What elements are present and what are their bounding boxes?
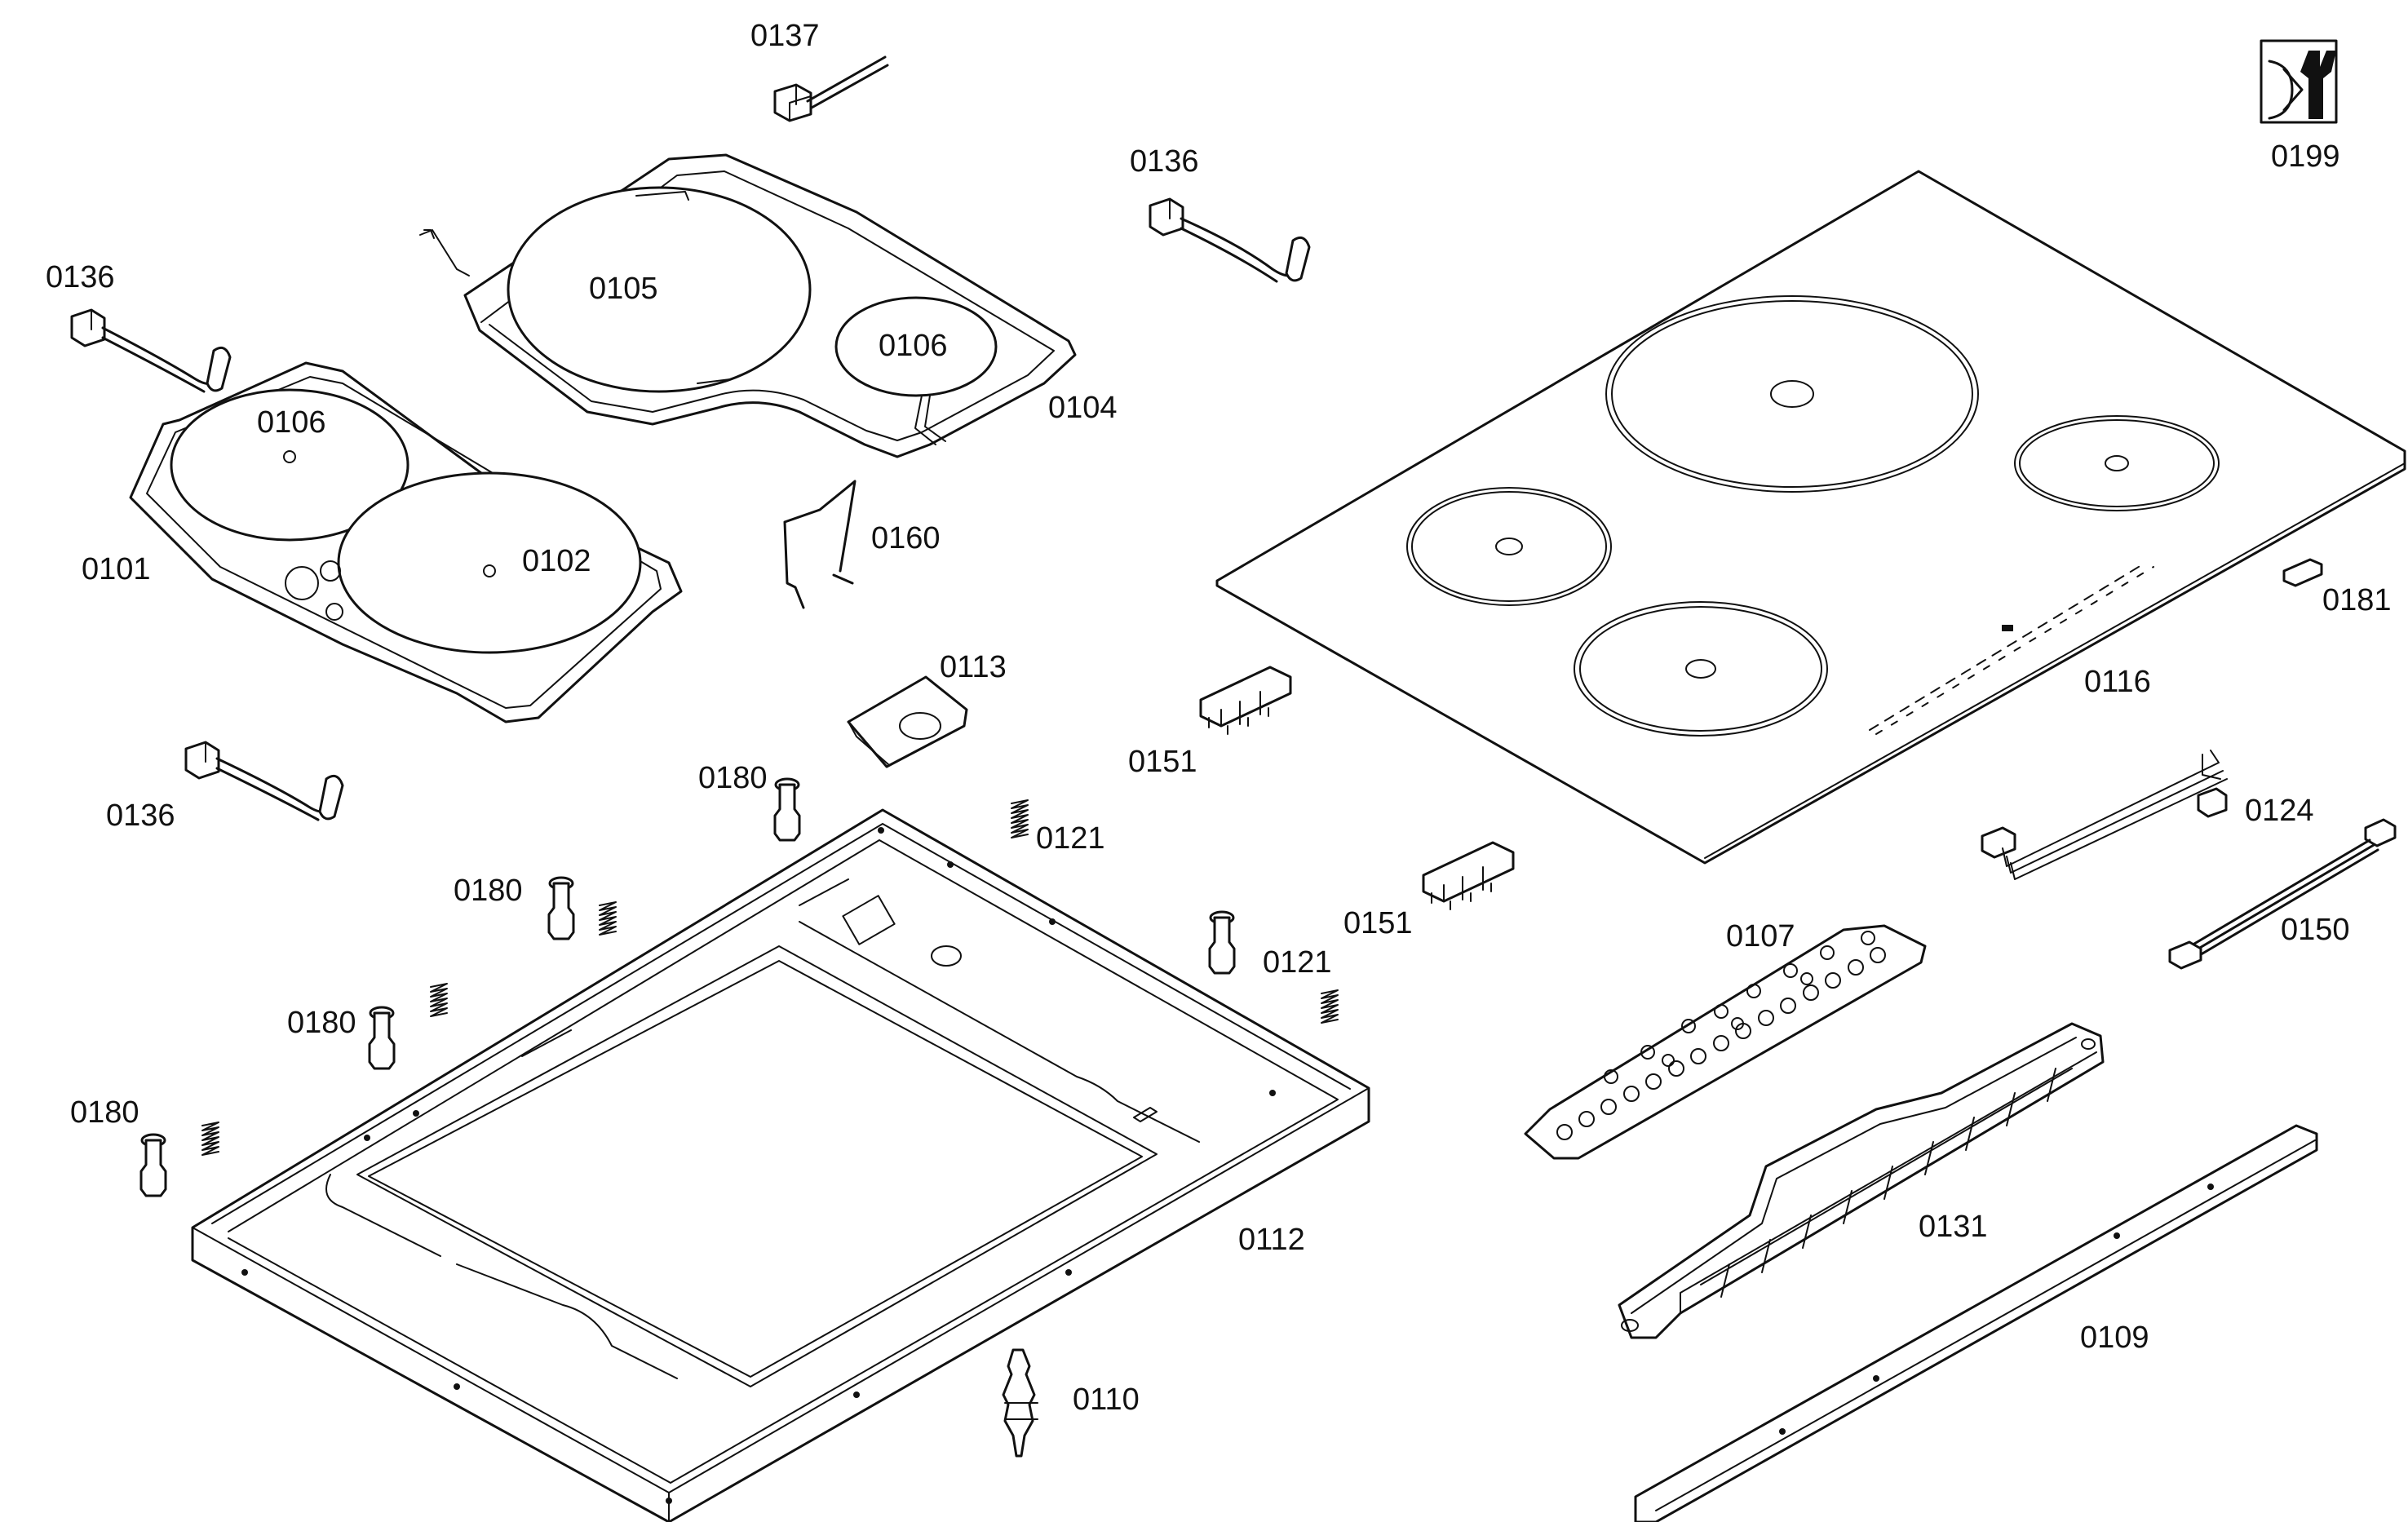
label-0136-left: 0136 [46,260,115,294]
label-0136-top: 0136 [1130,144,1199,179]
cable-0136-left [70,308,232,393]
label-0107: 0107 [1726,919,1795,953]
clip-0113 [847,675,968,768]
base-frame-0112 [191,808,1370,1522]
foot-0180-c [368,1006,396,1070]
label-0124: 0124 [2245,794,2314,828]
part-labels: 0137 0136 0136 0136 0199 0105 0106 0106 … [46,19,2392,1417]
label-0113: 0113 [940,650,1007,684]
label-0151-b: 0151 [1343,906,1413,940]
label-0180-c: 0180 [287,1006,356,1040]
spring-c [430,983,448,1017]
label-0106-top: 0106 [879,329,948,363]
label-0151-a: 0151 [1128,745,1197,779]
label-0131: 0131 [1919,1210,1988,1244]
holder-0151-a [1199,666,1292,735]
label-0116: 0116 [2084,665,2151,699]
label-0180-a: 0180 [698,761,768,795]
control-board-0107 [1524,924,1927,1160]
foot-0180-e [1208,910,1236,975]
cable-0136-bottom [184,741,344,821]
label-0106-left: 0106 [257,405,326,440]
label-0180-b: 0180 [454,874,523,908]
foot-0180-b [547,876,575,940]
label-0109: 0109 [2080,1321,2149,1355]
foot-0110 [1002,1348,1038,1458]
label-0110: 0110 [1073,1383,1140,1417]
foot-0180-a [773,777,801,842]
label-0104: 0104 [1048,391,1118,425]
label-0121-b: 0121 [1263,945,1332,980]
cable-0150 [2168,818,2397,970]
label-0181: 0181 [2322,583,2392,617]
label-0121-a: 0121 [1036,821,1105,856]
label-0101: 0101 [82,552,151,586]
support-bracket-0131 [1618,1022,2105,1339]
label-0150: 0150 [2281,913,2350,947]
label-0137: 0137 [750,19,820,53]
spring-d [201,1122,219,1156]
spring-b [599,901,617,936]
cable-0136-top [1149,197,1311,283]
label-0105: 0105 [589,272,658,306]
heating-tray-0104 [419,153,1077,458]
label-0102: 0102 [522,544,591,578]
label-0112: 0112 [1238,1223,1305,1257]
cable-0124 [1981,750,2228,880]
service-tool-icon [2260,39,2338,124]
heating-tray-0101 [129,361,683,723]
spring-e [1321,989,1339,1024]
label-0160: 0160 [871,521,941,555]
bracket-0160 [783,480,857,609]
spring-a [1011,799,1029,838]
glass-ceramic-top-0116 [1215,170,2406,865]
label-0180-d: 0180 [70,1095,139,1130]
label-0136-bottom: 0136 [106,799,175,833]
cable-0137 [773,55,889,122]
holder-0151-b [1422,841,1515,910]
strip-0109 [1634,1124,2318,1522]
part-0181 [2282,558,2323,587]
foot-0180-d [139,1133,167,1197]
label-0199: 0199 [2271,139,2340,174]
